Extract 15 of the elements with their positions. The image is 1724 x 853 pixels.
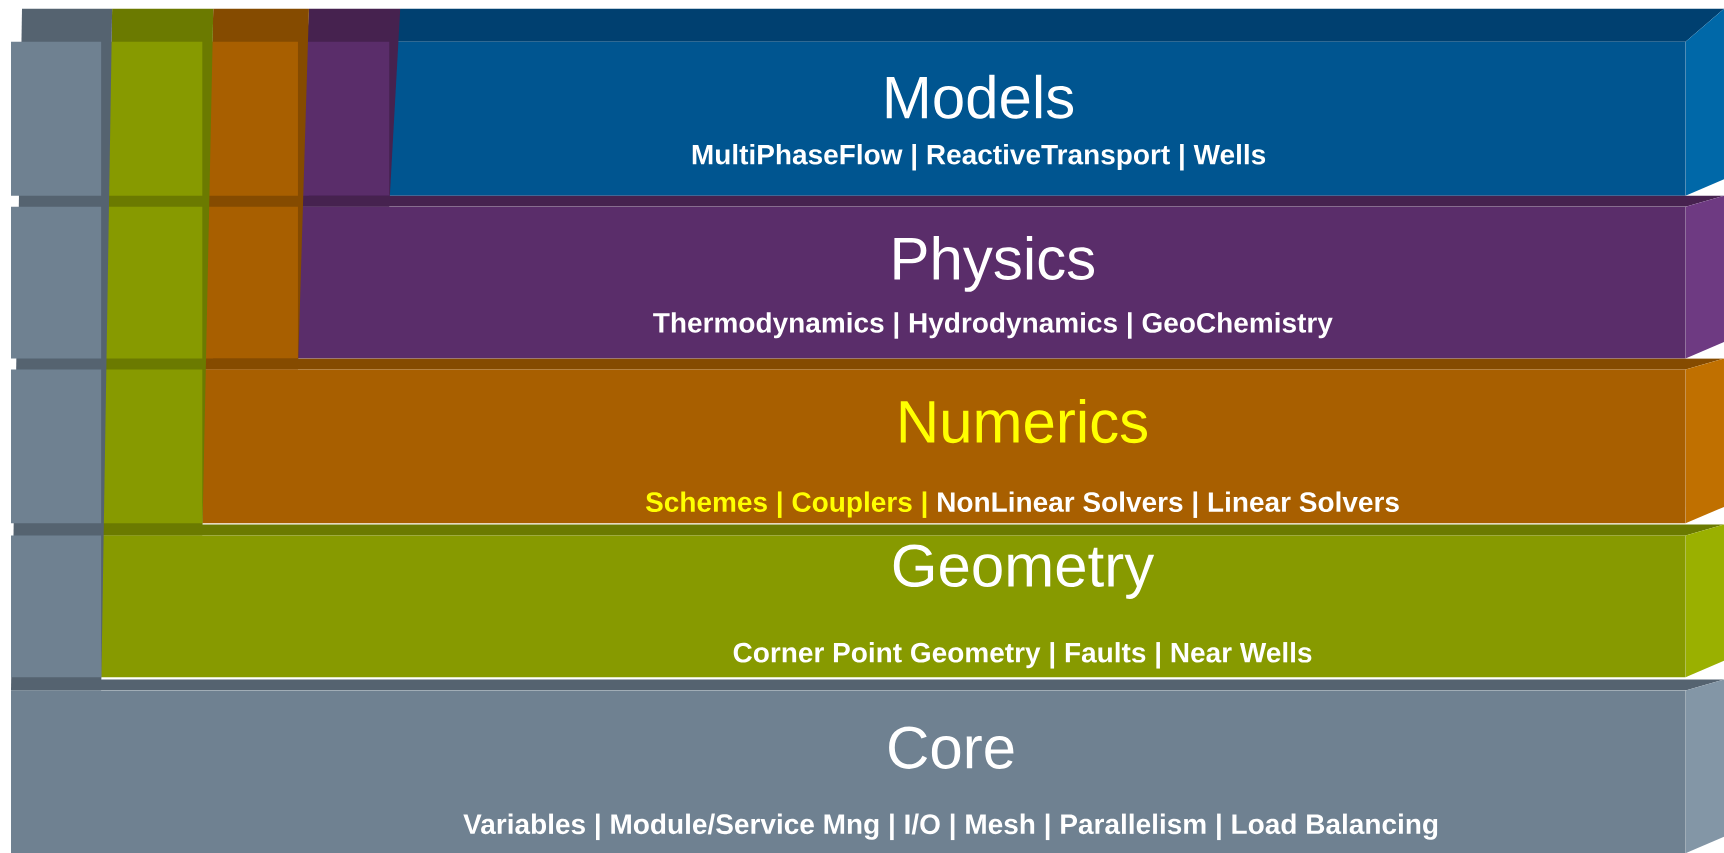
layer-title: Numerics (900, 399, 1147, 444)
layer-band (11, 679, 1724, 853)
layer-title: Core (889, 726, 1014, 769)
layer-band (101, 524, 1724, 678)
layer-title: Models (886, 74, 1074, 119)
layer-title: Physics (894, 235, 1095, 292)
layer-subtitle: Thermodynamics | Hydrodynamics | GeoChemistry (653, 312, 1333, 339)
layer-band (297, 195, 1724, 359)
layer-subtitle: Corner Point Geometry | Faults | Near Wells (733, 641, 1312, 669)
layer-title: Geometry (893, 544, 1155, 599)
layer-band (202, 358, 1724, 524)
layer-subtitle: Variables | Module/Service Mng | I/O | Mesh | Parallelism | Load Balancing (463, 813, 1438, 840)
layer-subtitle: Schemes | Couplers | NonLinear Solvers | Linear Solvers (645, 491, 1399, 518)
layer-band (389, 8, 1724, 196)
layer-subtitle: MultiPhaseFlow | ReactiveTransport | Wells (692, 143, 1266, 171)
